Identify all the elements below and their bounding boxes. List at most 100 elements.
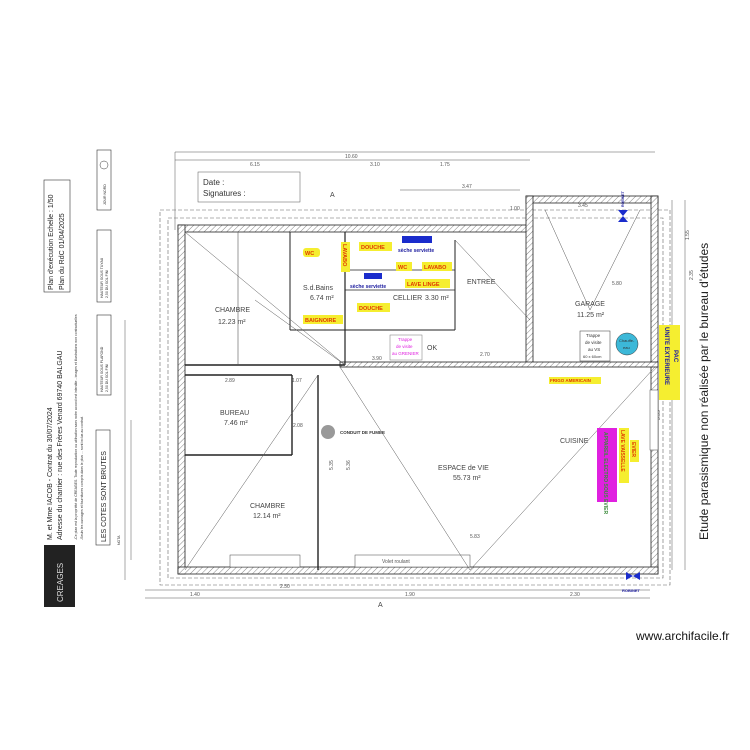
- dim: 1.55: [685, 230, 691, 240]
- seche-serviette-label: sèche serviette: [350, 284, 386, 290]
- baignoire-label: BAIGNOIRE: [305, 318, 337, 324]
- chauffe-eau-icon: [615, 332, 639, 356]
- notice-2: -Seuls les ouvrages et fournitures compr…: [80, 416, 84, 540]
- title-block: CREAGES M. et Mme IACOB - Contrat du 30/…: [43, 149, 132, 607]
- coupe-marker: A: [330, 192, 335, 199]
- dim: 2.50: [280, 584, 290, 590]
- plan-subtitle: Plan du RdC 01/04/2025: [59, 213, 66, 290]
- nota-label: NOTA: [117, 535, 121, 545]
- room-cellier: CELLIER: [393, 295, 422, 302]
- room-garage: GARAGE: [575, 301, 605, 308]
- room-entree: ENTREE: [467, 279, 496, 286]
- trappe-garage-label: Trappe: [586, 333, 601, 338]
- robinet-icon: [626, 572, 640, 580]
- trappe-garage-label: au VS: [588, 347, 600, 352]
- room-bureau: BUREAU: [220, 410, 249, 417]
- seche-serviette-label: sèche serviette: [398, 248, 434, 254]
- dim: 2.70: [480, 352, 490, 358]
- dim: 2.89: [225, 378, 235, 384]
- dim: 5.80: [612, 281, 622, 287]
- appareil-label: APPAREIL ELECTRO SOUS EVIER: [602, 432, 608, 514]
- cotes-note: LES COTES SONT BRUTES: [101, 451, 108, 542]
- room-bureau-area: 7.46 m²: [224, 420, 248, 427]
- trappe-grenier-label: Trappe: [398, 337, 413, 342]
- douche-label: DOUCHE: [359, 306, 383, 312]
- robinet-label: ROBINET: [621, 190, 625, 207]
- room-chambre-2: CHAMBRE: [250, 503, 285, 510]
- room-salle-de-bains-area: 6.74 m²: [310, 295, 334, 302]
- fixtures: WC LAVABO DOUCHE sèche serviette WC LAVA…: [303, 190, 680, 609]
- hauteur-label-1: HAUTEUR SOUS PLAFOND: [100, 346, 104, 392]
- room-garage-area: 11.25 m²: [577, 312, 605, 319]
- dim: 5.35: [329, 460, 335, 470]
- ok-label: OK: [427, 345, 437, 352]
- chauffe-eau-label: Chauffe-: [619, 338, 635, 343]
- room-chambre-1-area: 12.23 m²: [218, 319, 246, 326]
- dim: 2.08: [293, 423, 303, 429]
- hauteur-value-2: 2,50 DU SOL FINI: [105, 270, 109, 298]
- dim: 5.83: [470, 534, 480, 540]
- dim: 5.36: [346, 460, 352, 470]
- dim: 1.07: [292, 378, 302, 384]
- conduit-label: CONDUIT DE FUMEE: [340, 430, 385, 435]
- signatures-label: Signatures :: [203, 189, 246, 198]
- trappe-garage-label: 60 x 60cm: [583, 354, 602, 359]
- watermark: www.archifacile.fr: [635, 629, 729, 643]
- douche-label: DOUCHE: [361, 245, 385, 251]
- date-label: Date :: [203, 178, 224, 187]
- dim: 3.47: [462, 184, 472, 190]
- dim: 1.90: [405, 592, 415, 598]
- lavabo-label: LAVABO: [341, 244, 347, 267]
- room-salle-de-bains: S.d.Bains: [303, 285, 333, 292]
- notice-1: -Ce plan est la propriété de CREAGES. To…: [74, 314, 78, 540]
- wc-label: WC: [398, 265, 407, 271]
- plan-title: Plan d'exécution Echelle : 1/50: [48, 194, 55, 290]
- wc-label: WC: [305, 251, 314, 257]
- dim: 2.35: [689, 270, 695, 280]
- dim: 1.75: [440, 162, 450, 168]
- hauteur-label-2: HAUTEUR SOUS TUYAU: [100, 257, 104, 298]
- coupe-marker: A: [378, 602, 383, 609]
- trappe-garage-label: de visite: [585, 340, 602, 345]
- lave-linge-label: LAVE LINGE: [407, 282, 440, 288]
- trappe-grenier-label: de visite: [396, 344, 413, 349]
- dim: 3.45: [578, 203, 588, 209]
- walls: [177, 195, 659, 575]
- dim-total-width: 10.60: [345, 154, 358, 160]
- dim: 1.40: [190, 592, 200, 598]
- room-espace-de-vie: ESPACE de VIE: [438, 465, 489, 472]
- north-arrow-icon: [99, 160, 109, 170]
- trappe-grenier-label: au GRENIER: [392, 351, 420, 356]
- frigo-label: FRIGO AMERICAIN: [550, 378, 591, 383]
- client-line: M. et Mme IACOB - Contrat du 30/07/2024: [47, 407, 54, 540]
- room-cuisine: CUISINE: [560, 438, 589, 445]
- conduit-fumee-icon: [321, 425, 335, 439]
- dim: 1.00: [510, 206, 520, 212]
- creages-logo: [44, 545, 75, 607]
- room-cellier-area: 3.30 m²: [425, 295, 449, 302]
- pac-label: PAC: [672, 350, 678, 363]
- hauteur-value-1: 2,50 DU SOL FINI: [105, 364, 109, 392]
- lavabo-label: LAVABO: [424, 265, 447, 271]
- room-chambre-2-area: 12.14 m²: [253, 513, 281, 520]
- robinet-icon: [618, 210, 628, 222]
- logo-text: CREAGES: [56, 563, 65, 602]
- dim: 3.10: [370, 162, 380, 168]
- orientation-note: JOUR NORD: [103, 184, 107, 205]
- room-chambre-1: CHAMBRE: [215, 307, 250, 314]
- side-note: Etude parasismique non réalisée par le b…: [697, 243, 711, 540]
- unite-exterieure-label: UNITE EXTERIEURE: [663, 327, 669, 385]
- evier-label: EVIER: [630, 442, 636, 457]
- address-line: Adresse du chantier : rue des Frères Ven…: [57, 351, 64, 541]
- room-espace-de-vie-area: 55.73 m²: [453, 475, 481, 482]
- lave-vaisselle-label: LAVE VAISSELLE: [619, 430, 625, 472]
- robinet-label: ROBINET: [622, 588, 641, 593]
- dim: 3.90: [372, 356, 382, 362]
- dim: 2.30: [570, 592, 580, 598]
- volet-label: Volet roulant: [382, 559, 410, 565]
- chauffe-eau-label: eau: [623, 345, 630, 350]
- dim: 3.35: [656, 410, 662, 420]
- signature-box: [197, 171, 301, 203]
- room-labels: CHAMBRE 12.23 m² BUREAU 7.46 m² CHAMBRE …: [215, 279, 605, 520]
